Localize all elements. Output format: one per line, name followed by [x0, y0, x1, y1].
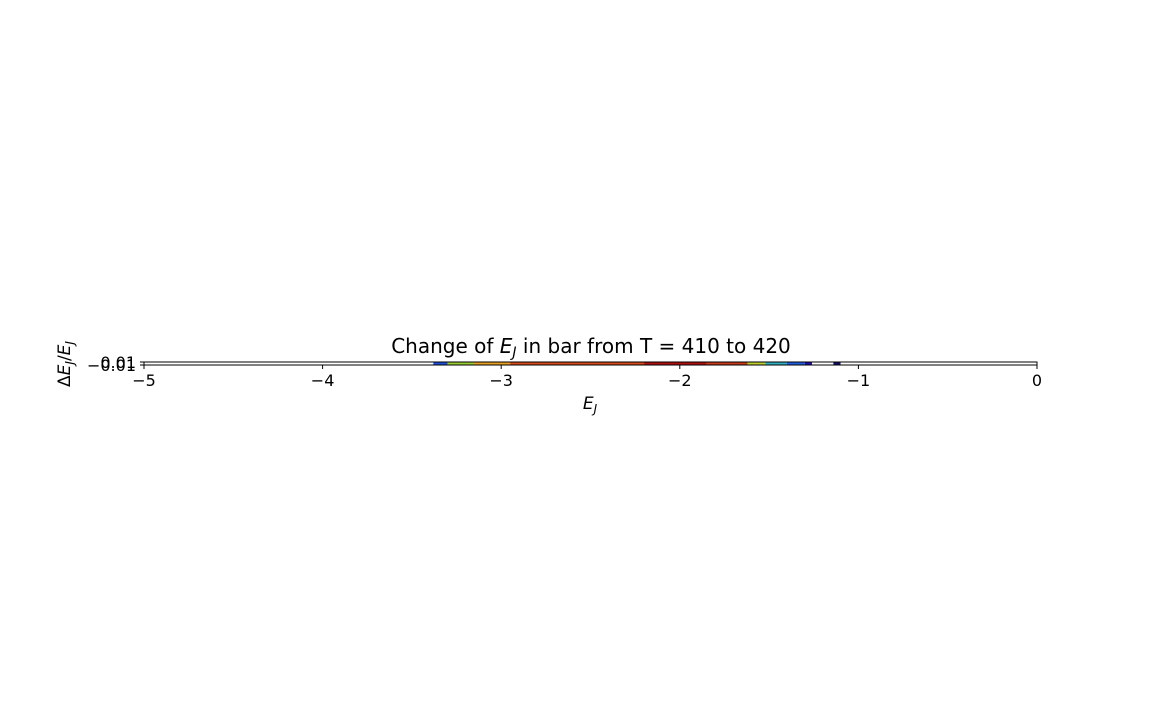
- x-ticks: −5 −4 −3 −2 −1 0: [132, 365, 1042, 390]
- x-tick-label-5: 0: [1032, 371, 1042, 390]
- heatmap-segment-7: [765, 362, 787, 365]
- x-tick-label-1: −4: [311, 371, 335, 390]
- heatmap-segment-10: [833, 362, 841, 365]
- ylabel-delta: Δ: [55, 375, 75, 387]
- heatmap-segment-6: [747, 362, 766, 365]
- x-tick-label-0: −5: [132, 371, 156, 390]
- xlabel-main: E: [583, 394, 594, 414]
- heatmap-strip: [433, 362, 841, 365]
- title-prefix: Change of: [391, 334, 500, 358]
- heatmap-segment-8: [786, 362, 805, 365]
- y-axis-label: ΔEJ/EJ: [55, 341, 77, 387]
- ylabel-sep: /: [55, 355, 75, 361]
- heatmap-segment-0: [433, 362, 448, 365]
- ylabel-main: E: [55, 364, 75, 375]
- xlabel-sub: J: [592, 402, 598, 416]
- x-tick-label-3: −2: [668, 371, 692, 390]
- chart-title: Change of EJ in bar from T = 410 to 420: [391, 334, 791, 361]
- title-suffix: in bar from T = 410 to 420: [517, 334, 791, 358]
- ylabel-sub: J: [63, 361, 77, 367]
- heatmap-segment-9: [804, 362, 812, 365]
- heatmap-segment-3: [510, 362, 645, 365]
- y-ticks: 0.01−0.01: [87, 353, 144, 375]
- x-tick-label-4: −1: [847, 371, 871, 390]
- heatmap-segment-5: [706, 362, 748, 365]
- ylabel-sub2: J: [63, 341, 77, 347]
- y-tick-label-0: 0.01: [100, 353, 136, 372]
- ylabel-main2: E: [55, 344, 75, 355]
- heatmap-segment-2: [474, 362, 511, 365]
- x-tick-label-2: −3: [489, 371, 513, 390]
- heatmap-segment-1: [447, 362, 475, 365]
- title-math-sub: J: [509, 345, 516, 361]
- title-math-main: E: [500, 334, 513, 358]
- y-tick-label-1: −0.01: [87, 356, 136, 375]
- axes-frame: [143, 361, 1038, 366]
- x-axis-label: EJ: [583, 394, 598, 416]
- heatmap-segment-4: [644, 362, 707, 365]
